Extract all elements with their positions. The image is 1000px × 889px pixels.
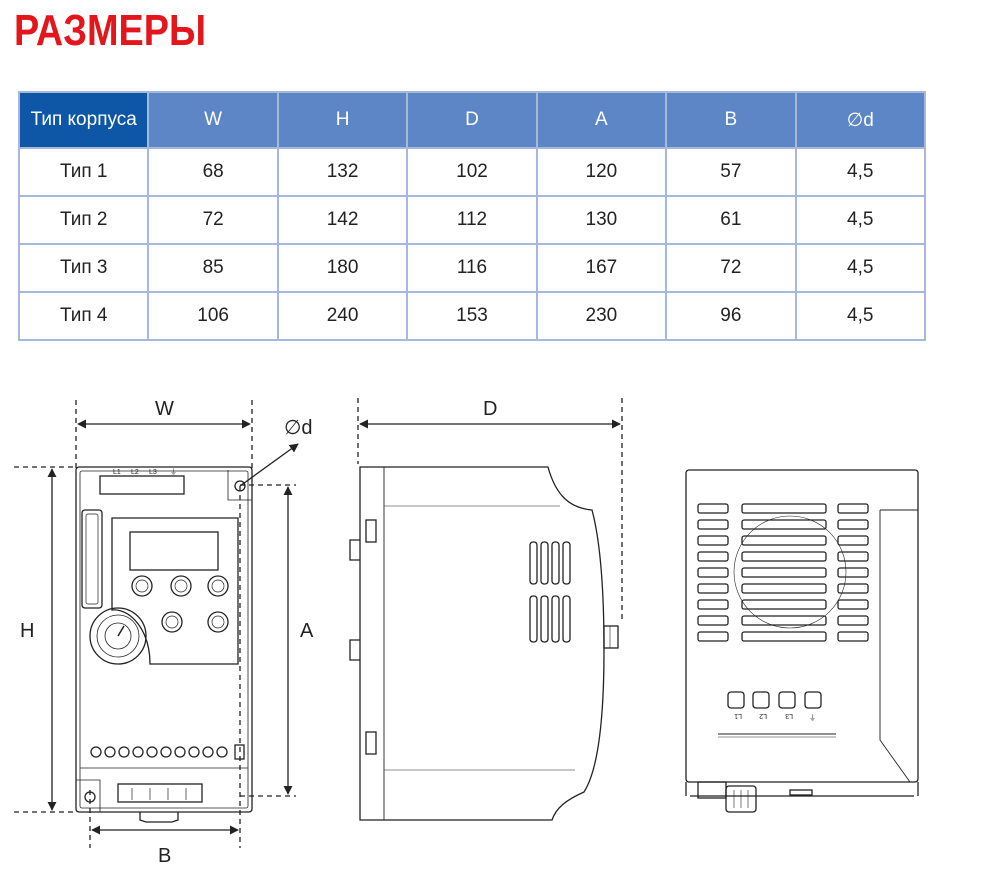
table-cell: 153	[406, 291, 538, 341]
keypad-button	[161, 611, 183, 633]
d-label: D	[483, 398, 497, 420]
side-housing	[359, 466, 605, 821]
a-label: A	[300, 620, 314, 642]
table-cell: 106	[147, 291, 279, 341]
terminal-label: L1	[113, 469, 121, 476]
table-header-row: Тип корпуса W H D A B ∅d	[17, 91, 927, 149]
side-slot-bottom	[365, 731, 377, 755]
keypad-panel	[111, 517, 239, 665]
table-cell: 4,5	[794, 291, 927, 341]
top-terminal-cover	[99, 475, 185, 495]
front-view: W ∅d H A B L1 L2 L3 ⏚	[14, 398, 314, 867]
table-cell: 4,5	[794, 195, 927, 245]
table-cell: Тип 4	[17, 291, 150, 341]
side-latch	[81, 509, 103, 609]
table-cell: 96	[665, 291, 797, 341]
keypad-button	[207, 611, 229, 633]
dimensions-table: Тип корпуса W H D A B ∅d Тип 1 68 132 10…	[17, 91, 927, 341]
table-row: Тип 1 68 132 102 120 57 4,5	[17, 147, 927, 197]
table-cell: 72	[147, 195, 279, 245]
table-cell: Тип 3	[17, 243, 150, 293]
header-b: B	[665, 91, 797, 149]
table-cell: 240	[276, 291, 409, 341]
bottom-terminal-openings	[727, 691, 822, 709]
side-latch-inner	[85, 513, 99, 605]
bottom-housing	[685, 469, 919, 783]
header-w: W	[147, 91, 279, 149]
control-terminal-strip	[90, 744, 245, 760]
w-label: W	[155, 398, 174, 420]
side-slot-top	[365, 519, 377, 543]
table-cell: 230	[535, 291, 668, 341]
keypad-button	[207, 575, 229, 597]
terminal-label: ⏚	[170, 468, 177, 476]
bottom-knob	[725, 785, 757, 813]
table-cell: 4,5	[794, 147, 927, 197]
center-vent-grille	[733, 503, 847, 642]
bottom-slot	[789, 789, 813, 796]
mounting-hole-bottom	[84, 791, 96, 803]
table-cell: 85	[147, 243, 279, 293]
keypad-button	[170, 575, 192, 597]
din-clip-bottom	[349, 639, 360, 661]
front-housing	[75, 466, 253, 813]
table-cell: 4,5	[794, 243, 927, 293]
right-vent-grille	[837, 503, 869, 642]
side-view: D	[349, 398, 623, 821]
header-housing-type: Тип корпуса	[17, 91, 150, 149]
display-window	[129, 531, 219, 571]
left-vent-grille	[697, 503, 729, 642]
header-d: D	[406, 91, 538, 149]
front-housing-inner	[79, 470, 249, 809]
table-cell: 120	[535, 147, 668, 197]
header-h: H	[276, 91, 409, 149]
table-row: Тип 4 106 240 153 230 96 4,5	[17, 291, 927, 341]
cable-clip	[139, 812, 179, 823]
page-title: РАЗМЕРЫ	[14, 6, 206, 55]
table-cell: Тип 1	[17, 147, 150, 197]
table-cell: 102	[406, 147, 538, 197]
d-hole-leader	[239, 443, 299, 487]
keypad-button	[131, 575, 153, 597]
table-cell: 57	[665, 147, 797, 197]
table-cell: Тип 2	[17, 195, 150, 245]
bottom-view: L1 L2 L3 ⏚	[685, 469, 919, 813]
table-cell: 72	[665, 243, 797, 293]
side-knob	[603, 625, 619, 649]
table-cell: 68	[147, 147, 279, 197]
terminal-label: L2	[131, 469, 139, 476]
mounting-tab-bottom	[76, 779, 101, 812]
table-cell: 132	[276, 147, 409, 197]
table-cell: 112	[406, 195, 538, 245]
table-cell: 130	[535, 195, 668, 245]
table-cell: 180	[276, 243, 409, 293]
terminal-label: L2	[759, 712, 767, 719]
header-diameter: ∅d	[794, 91, 927, 149]
h-label: H	[20, 620, 34, 642]
diameter-label: ∅d	[284, 417, 313, 439]
terminal-label: L3	[785, 712, 793, 719]
table-row: Тип 3 85 180 116 167 72 4,5	[17, 243, 927, 293]
side-vents	[529, 541, 571, 643]
bottom-terminal-block	[117, 783, 203, 803]
b-label: B	[158, 845, 171, 867]
terminal-label: L1	[734, 712, 742, 719]
mounting-tab-top	[227, 470, 252, 501]
fan-outline	[733, 515, 847, 629]
table-cell: 142	[276, 195, 409, 245]
table-cell: 116	[406, 243, 538, 293]
header-a: A	[535, 91, 668, 149]
mounting-hole-top	[234, 480, 246, 492]
terminal-label: ⏚	[809, 714, 816, 722]
table-cell: 167	[535, 243, 668, 293]
potentiometer-knob	[89, 607, 147, 665]
table-row: Тип 2 72 142 112 130 61 4,5	[17, 195, 927, 245]
terminal-label: L3	[149, 469, 157, 476]
table-cell: 61	[665, 195, 797, 245]
din-clip-top	[349, 539, 360, 561]
